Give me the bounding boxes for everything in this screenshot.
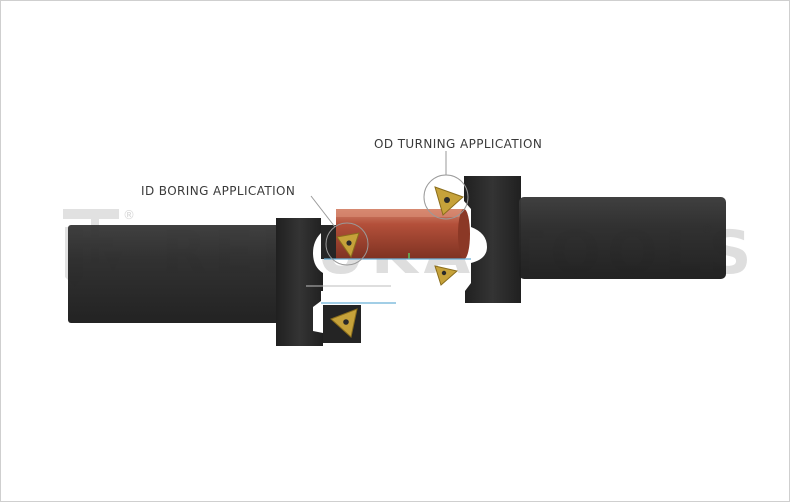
id-boring-label: ID BORING APPLICATION: [141, 184, 296, 198]
id-boring-head: [276, 218, 323, 346]
id-callout-leader: [310, 195, 336, 228]
od-turning-head: [464, 176, 521, 303]
id-boring-bar-shank: [68, 225, 283, 323]
od-insert-icon: [434, 186, 464, 216]
od-lower-insert-icon: [434, 265, 459, 286]
lower-insert-icon: [330, 308, 358, 338]
id-insert-icon: [336, 232, 360, 259]
od-turning-label: OD TURNING APPLICATION: [374, 137, 543, 151]
od-turning-shank: [519, 197, 726, 279]
id-callout-circle: [325, 222, 369, 266]
watermark-registered-left: ®: [123, 208, 135, 222]
